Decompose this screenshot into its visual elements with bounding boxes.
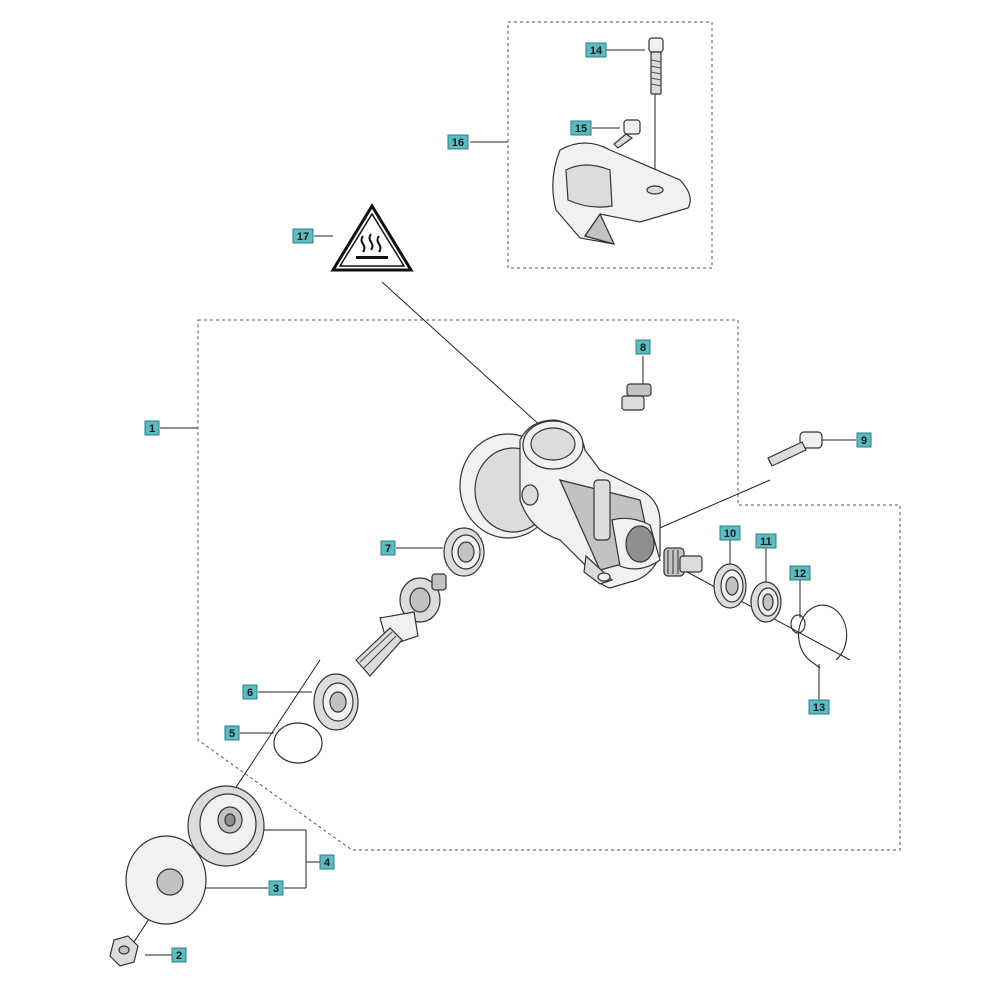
part-8-plug: [621, 383, 652, 411]
callout-13: 13: [808, 699, 830, 715]
part-3-flange-washer: [125, 835, 207, 925]
callout-11: 11: [755, 533, 777, 549]
callout-16: 16: [447, 134, 469, 150]
output-shaft-gear: [355, 573, 447, 677]
svg-text:17: 17: [297, 231, 309, 243]
callout-9: 9: [856, 432, 872, 448]
svg-text:4: 4: [324, 857, 331, 869]
part-13-circlip: [798, 604, 848, 669]
callout-6: 6: [242, 684, 258, 700]
part-10-bearing: [713, 563, 747, 609]
part-11-bearing: [750, 581, 782, 623]
gear-housing-assembly-group-outline: [197, 319, 901, 851]
svg-text:15: 15: [575, 123, 587, 135]
svg-text:11: 11: [760, 536, 772, 548]
svg-text:14: 14: [590, 45, 603, 57]
pinion-gear: [663, 547, 703, 577]
part-14-screw: [648, 37, 664, 95]
callout-17: 17: [292, 228, 314, 244]
hot-surface-warning-icon: [330, 203, 414, 272]
svg-text:5: 5: [229, 728, 235, 740]
part-7-bearing: [443, 527, 485, 577]
svg-text:1: 1: [149, 423, 155, 435]
part-5-snap-ring: [273, 722, 323, 764]
part-2-nut: [109, 935, 139, 967]
svg-text:13: 13: [813, 702, 825, 714]
callout-1: 1: [144, 420, 160, 436]
svg-text:12: 12: [794, 568, 806, 580]
svg-text:16: 16: [452, 137, 464, 149]
part-9-bolt: [767, 431, 823, 467]
callout-4: 4: [319, 854, 335, 870]
svg-text:7: 7: [385, 543, 391, 555]
callout-3: 3: [268, 880, 284, 896]
callout-5: 5: [224, 725, 240, 741]
svg-text:9: 9: [861, 435, 867, 447]
callout-10: 10: [719, 525, 741, 541]
leader-lines: [145, 49, 856, 956]
callout-12: 12: [789, 565, 811, 581]
svg-text:2: 2: [176, 950, 182, 962]
callout-14: 14: [585, 42, 607, 58]
part-15-screw: [613, 119, 641, 149]
guard-assembly-group-outline: [507, 21, 713, 269]
svg-text:3: 3: [273, 883, 279, 895]
callout-8: 8: [635, 339, 651, 355]
part-4-support-cup: [187, 785, 265, 867]
callout-15: 15: [570, 120, 592, 136]
svg-text:8: 8: [640, 342, 646, 354]
svg-text:10: 10: [724, 528, 736, 540]
callout-2: 2: [171, 947, 187, 963]
part-1-gear-housing: [459, 419, 661, 589]
callout-7: 7: [380, 540, 396, 556]
part-6-bearing: [313, 673, 359, 731]
svg-text:6: 6: [247, 687, 253, 699]
part-16-guard-bracket: [552, 142, 691, 245]
